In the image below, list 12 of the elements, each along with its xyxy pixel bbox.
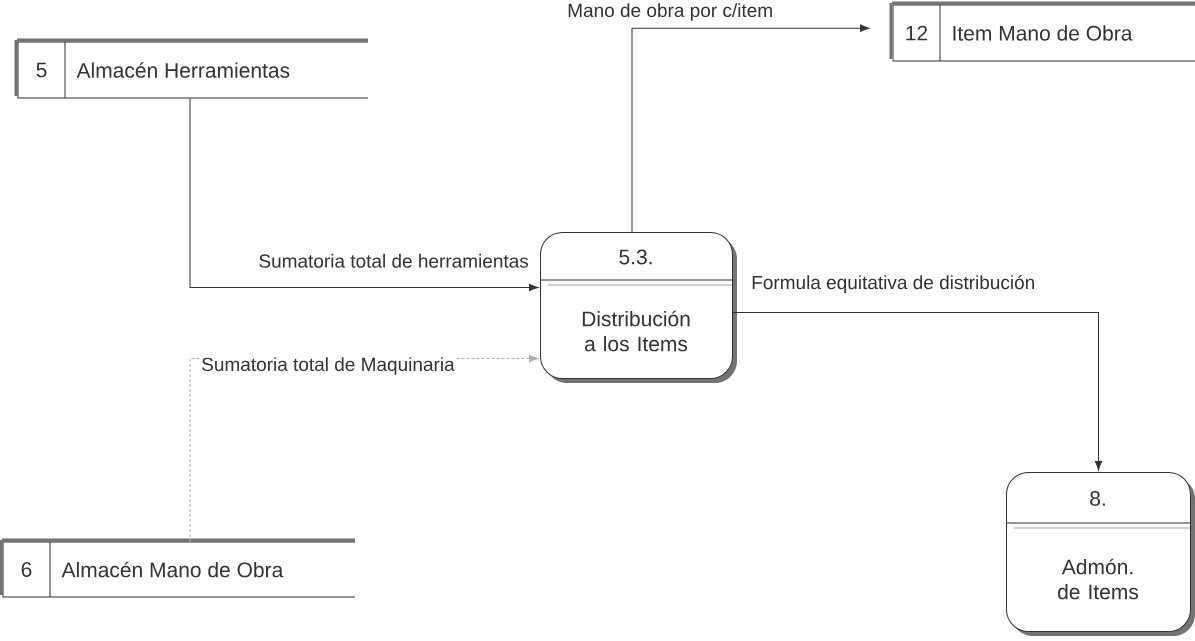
- edge-label: Formula equitativa de distribución: [750, 274, 1037, 294]
- data-store: 12 Item Mano de Obra: [889, 1, 1195, 62]
- data-store: 6 Almacén Mano de Obra: [0, 538, 356, 598]
- arrow: [732, 312, 1103, 471]
- process-box: 5.3. Distribución a los Items: [539, 232, 737, 383]
- data-store: 5 Almacén Herramientas: [14, 38, 369, 99]
- arrow: [631, 24, 870, 233]
- edge-label: Sumatoria total de herramientas: [257, 252, 530, 269]
- edge-label: Mano de obra por c/item: [566, 2, 775, 22]
- process-box: 8. Admón. de Items: [1005, 472, 1195, 636]
- edge-label: Sumatoria total de Maquinaria: [200, 356, 456, 376]
- arrow: [189, 97, 539, 292]
